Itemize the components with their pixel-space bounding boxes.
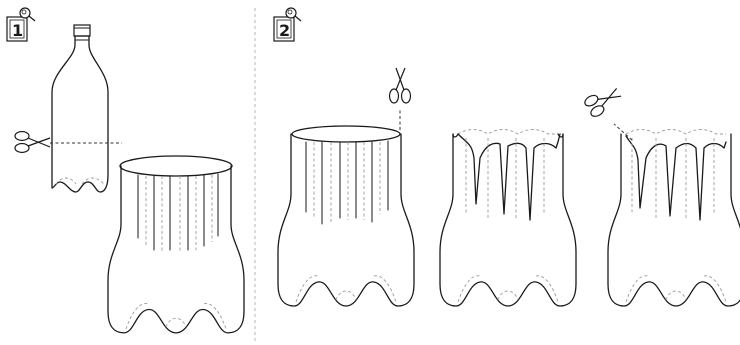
cup-cutting-slits — [278, 108, 414, 306]
cup-strips-cut — [440, 130, 576, 307]
step-1-badge: 1 — [7, 8, 35, 41]
step-1-number: 1 — [12, 21, 23, 40]
scissors-icon — [15, 132, 50, 153]
bottle-illustration — [50, 25, 122, 192]
cup-strips-folded — [608, 124, 740, 306]
step-2-badge: 2 — [274, 8, 301, 41]
cut-bottle-bottom — [108, 156, 244, 333]
scissors-icon — [390, 68, 411, 103]
scissors-icon — [583, 83, 624, 119]
step-2-number: 2 — [279, 21, 290, 40]
